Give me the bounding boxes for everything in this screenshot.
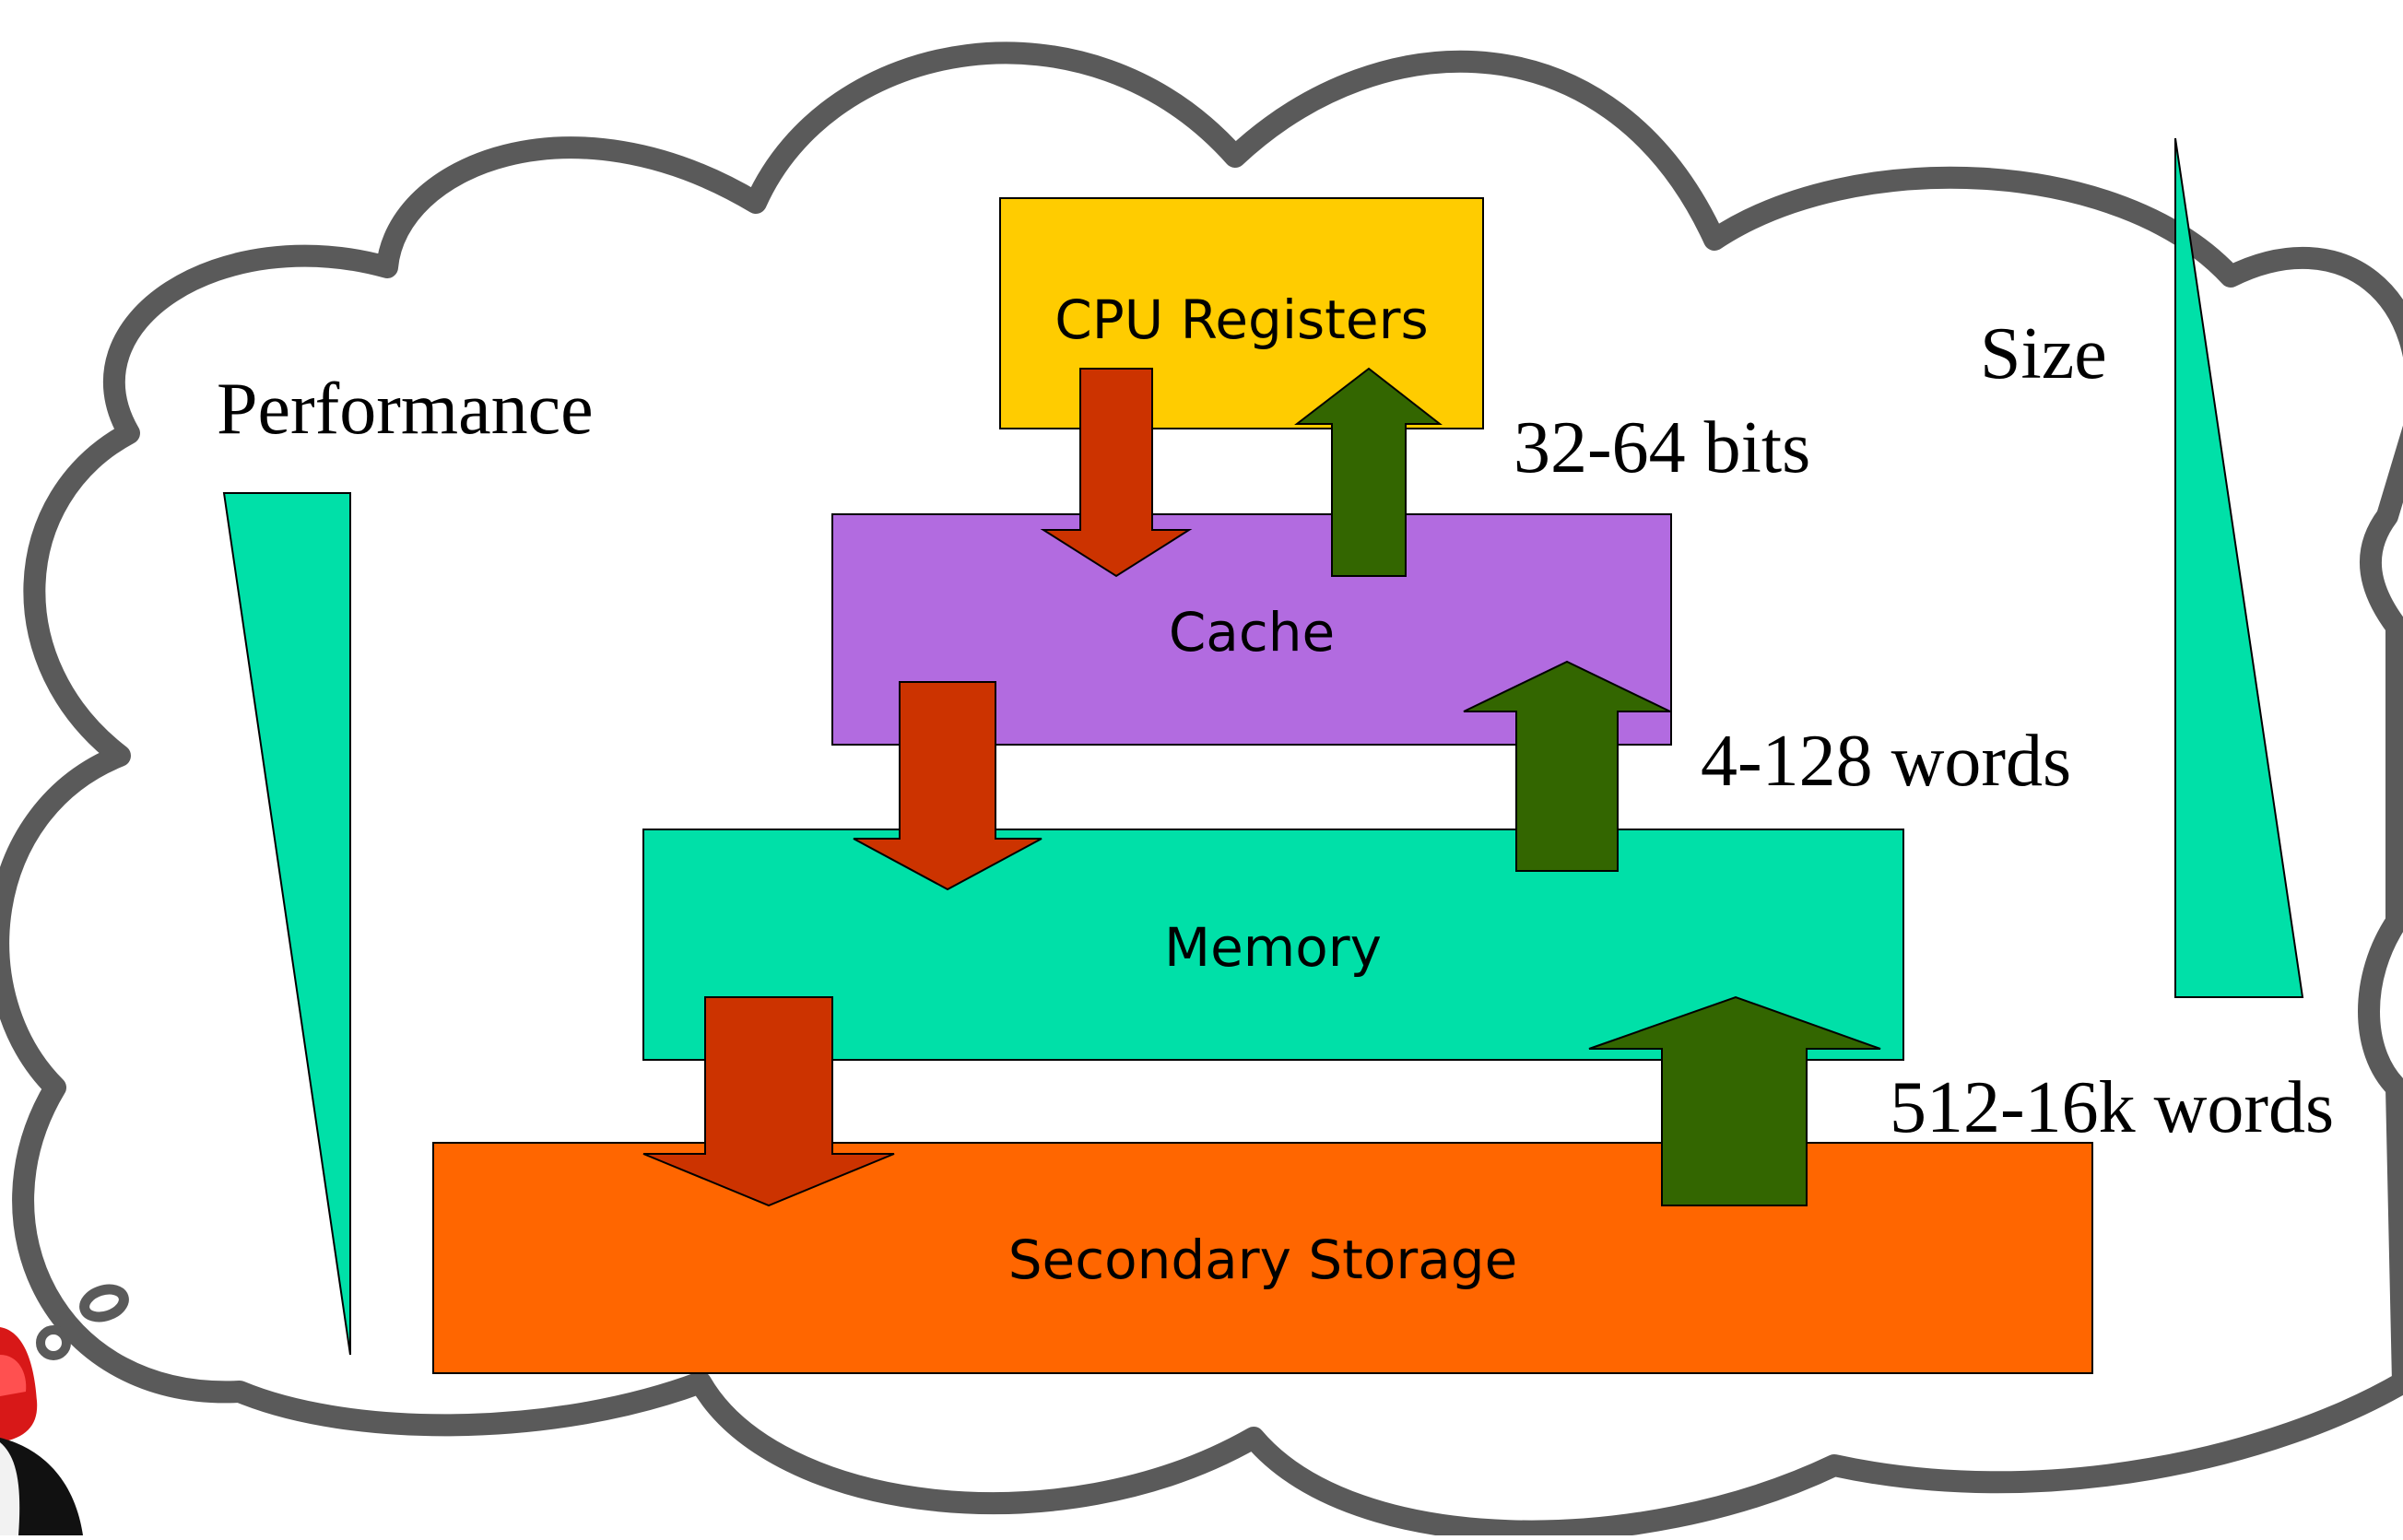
cache-label: Cache [1169,601,1335,664]
thinking-person-icon [0,1327,83,1535]
cpu-registers-label: CPU Registers [1054,288,1428,351]
thought-bubble-dots-icon [36,1284,129,1360]
size-label: Size [1980,313,2107,394]
transfer-size-cache-memory: 4-128 words [1701,721,2071,802]
transfer-size-registers-cache: 32-64 bits [1514,407,1810,488]
secondary-storage-label: Secondary Storage [1008,1228,1518,1291]
arrow-up-cache-to-registers [1294,367,1443,577]
arrow-down-memory-to-storage [642,996,895,1207]
arrow-down-cache-to-memory [853,681,1042,891]
arrow-down-registers-to-cache [1040,368,1193,578]
performance-label: Performance [217,369,594,450]
performance-wedge-icon [222,492,351,1356]
memory-label: Memory [1164,916,1382,979]
size-wedge-icon [2174,137,2304,998]
transfer-size-memory-storage: 512-16k words [1890,1067,2334,1148]
arrow-up-memory-to-cache [1463,660,1671,872]
arrow-up-storage-to-memory [1588,995,1881,1206]
